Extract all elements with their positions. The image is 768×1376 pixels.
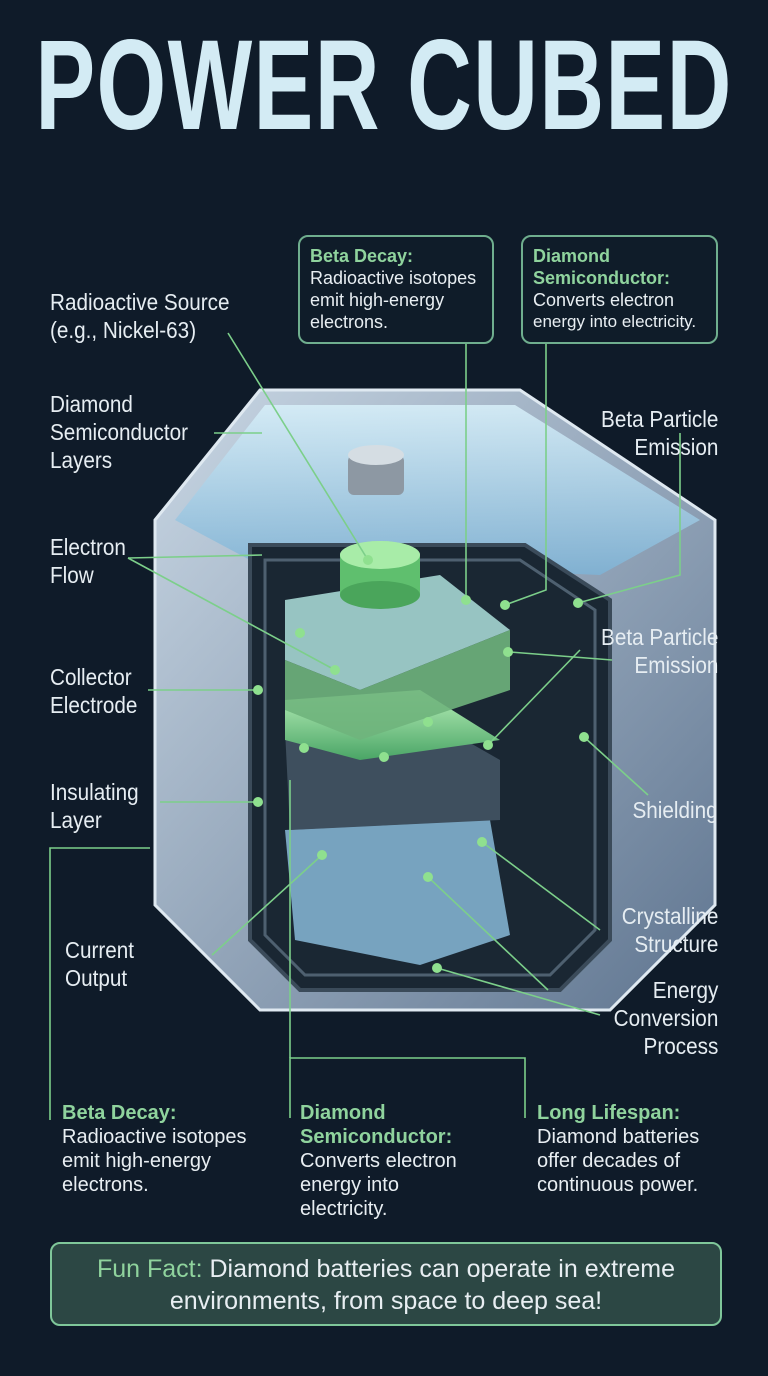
label-radioactive-source: Radioactive Source(e.g., Nickel-63) bbox=[50, 289, 230, 343]
leader-lines bbox=[49, 332, 681, 1120]
column-heading: Diamond bbox=[300, 1102, 386, 1124]
shielding-shell bbox=[153, 388, 717, 1012]
column-text: energy into bbox=[300, 1174, 399, 1196]
fun-fact-text: Diamond batteries can operate in extreme bbox=[202, 1255, 676, 1283]
column-long-lifespan: Long Lifespan: Diamond batteries offer d… bbox=[537, 1101, 757, 1197]
column-beta-decay: Beta Decay: Radioactive isotopes emit hi… bbox=[62, 1101, 282, 1197]
callout-diamond-semiconductor: Diamond Semiconductor: Converts electron… bbox=[521, 235, 718, 344]
callout-heading: Beta Decay: bbox=[310, 246, 414, 266]
column-text: Diamond batteries bbox=[537, 1126, 700, 1148]
column-heading: Beta Decay: bbox=[62, 1102, 177, 1124]
fun-fact-key: Fun Fact: bbox=[96, 1255, 203, 1283]
column-text: electrons. bbox=[62, 1174, 149, 1196]
callout-text: electrons. bbox=[310, 312, 389, 332]
callout-heading: Diamond bbox=[533, 246, 611, 266]
column-text: Converts electron bbox=[300, 1150, 457, 1172]
electron-dots bbox=[253, 555, 589, 973]
callout-text: energy into electricity. bbox=[533, 312, 697, 331]
page-title: POWER CUBED bbox=[35, 14, 733, 157]
column-text: electricity. bbox=[300, 1198, 388, 1220]
column-text: emit high-energy bbox=[62, 1150, 211, 1172]
column-heading: Long Lifespan: bbox=[537, 1102, 681, 1124]
column-text: Radioactive isotopes bbox=[62, 1126, 247, 1148]
column-heading: Semiconductor: bbox=[300, 1126, 453, 1148]
column-text: offer decades of bbox=[537, 1150, 681, 1172]
callout-text: Converts electron bbox=[533, 290, 675, 310]
callout-text: emit high-energy bbox=[310, 290, 445, 310]
label-shielding: Shielding bbox=[632, 797, 718, 823]
column-diamond-semiconductor: Diamond Semiconductor: Converts electron… bbox=[300, 1101, 520, 1221]
callout-beta-decay: Beta Decay: Radioactive isotopes emit hi… bbox=[298, 235, 494, 344]
callout-heading: Semiconductor: bbox=[533, 268, 671, 288]
fun-fact-text-line2: environments, from space to deep sea! bbox=[169, 1287, 603, 1315]
fun-fact-banner: Fun Fact: Diamond batteries can operate … bbox=[50, 1242, 722, 1326]
column-text: continuous power. bbox=[537, 1174, 699, 1196]
callout-text: Radioactive isotopes bbox=[310, 268, 477, 288]
